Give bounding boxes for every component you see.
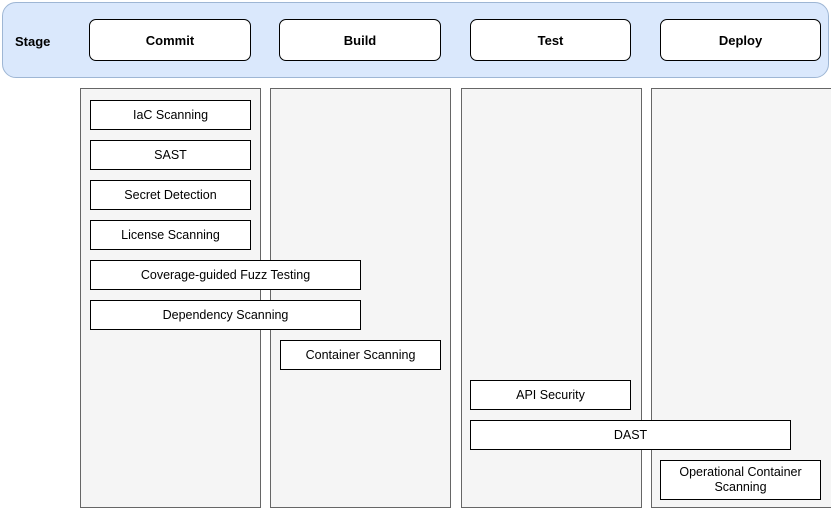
practice-box[interactable]: DAST: [470, 420, 791, 450]
practice-box-label: Container Scanning: [305, 347, 416, 362]
stage-box-commit-label: Commit: [145, 32, 195, 48]
practice-box[interactable]: Dependency Scanning: [90, 300, 361, 330]
practice-box[interactable]: IaC Scanning: [90, 100, 251, 130]
practice-box[interactable]: Secret Detection: [90, 180, 251, 210]
practice-box[interactable]: API Security: [470, 380, 631, 410]
practice-box-label: SAST: [154, 147, 187, 162]
practice-box-label: Dependency Scanning: [162, 307, 289, 322]
practice-box[interactable]: Operational Container Scanning: [660, 460, 821, 500]
stage-box-build-label: Build: [343, 32, 377, 48]
practice-box[interactable]: Coverage-guided Fuzz Testing: [90, 260, 361, 290]
practice-box[interactable]: Container Scanning: [280, 340, 441, 370]
stage-box-test[interactable]: Test: [470, 19, 631, 61]
stage-box-deploy[interactable]: Deploy: [660, 19, 821, 61]
practice-box[interactable]: SAST: [90, 140, 251, 170]
stage-box-test-label: Test: [537, 32, 564, 48]
practice-box[interactable]: License Scanning: [90, 220, 251, 250]
practice-box-label: API Security: [516, 387, 585, 402]
lane-build: [270, 88, 451, 508]
stage-box-deploy-label: Deploy: [718, 32, 763, 48]
practice-box-label: IaC Scanning: [132, 107, 209, 122]
practice-box-label: License Scanning: [121, 227, 220, 242]
practice-box-label: DAST: [613, 427, 648, 442]
practice-box-label: Operational Container Scanning: [679, 465, 802, 494]
practice-box-label: Coverage-guided Fuzz Testing: [140, 267, 311, 282]
stage-box-build[interactable]: Build: [279, 19, 441, 61]
stage-row-label: Stage: [15, 34, 51, 49]
stage-box-commit[interactable]: Commit: [89, 19, 251, 61]
practice-box-label: Secret Detection: [124, 187, 217, 202]
